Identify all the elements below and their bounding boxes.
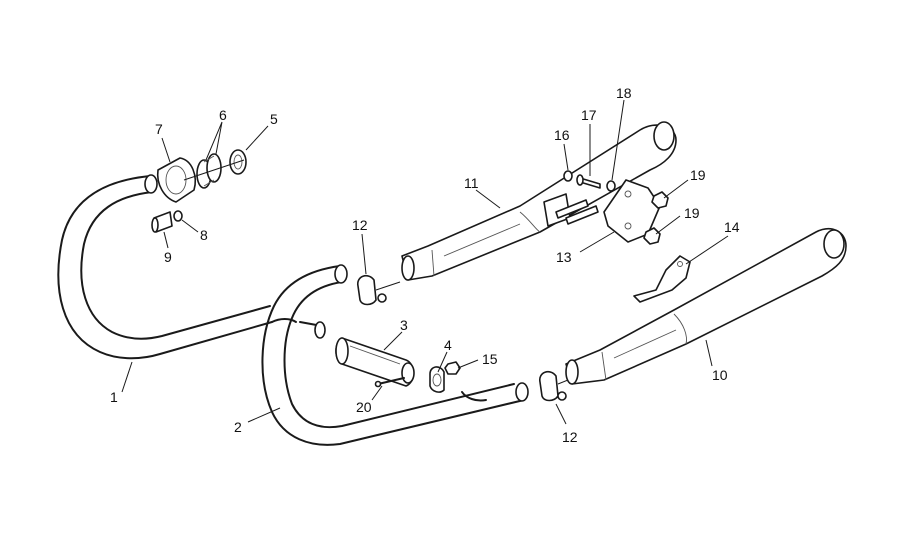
stud-9 [151, 211, 173, 233]
callout-19a: 19 [690, 167, 706, 183]
muffler-10 [565, 228, 847, 385]
washer-16 [563, 170, 573, 182]
callout-8: 8 [200, 227, 208, 243]
callout-19b: 19 [684, 205, 700, 221]
callout-11: 11 [464, 175, 479, 191]
callout-9: 9 [164, 249, 172, 265]
callout-12b: 12 [562, 429, 578, 445]
callout-5: 5 [270, 111, 278, 127]
callout-14: 14 [724, 219, 740, 235]
callout-20: 20 [356, 399, 372, 415]
support-plate-14 [633, 255, 691, 303]
callout-15: 15 [482, 351, 498, 367]
clamp-4 [429, 366, 445, 393]
nut-19-lower [643, 227, 661, 245]
callout-labels: 1 2 3 4 5 6 7 8 9 10 11 12 12 13 14 15 1… [110, 85, 740, 445]
nut-15 [444, 361, 461, 375]
clamp-12-lower [539, 370, 569, 402]
callout-4: 4 [444, 337, 452, 353]
callout-10: 10 [712, 367, 728, 383]
callout-7: 7 [155, 121, 163, 137]
header-pipe-2 [261, 264, 529, 446]
clamp-12-upper [357, 274, 401, 306]
callout-12a: 12 [352, 217, 368, 233]
callout-13: 13 [556, 249, 572, 265]
flange-7 [156, 157, 196, 203]
callout-18: 18 [616, 85, 632, 101]
leader-lines [121, 99, 729, 425]
washer-18 [606, 180, 616, 192]
bolt-20 [374, 377, 405, 388]
callout-17: 17 [581, 107, 597, 123]
header-pipe-1 [57, 174, 297, 360]
callout-3: 3 [400, 317, 408, 333]
callout-16: 16 [554, 127, 570, 143]
screw-17 [576, 174, 601, 189]
callout-1: 1 [110, 389, 118, 405]
bracket-13 [543, 179, 661, 243]
callout-6: 6 [219, 107, 227, 123]
muffler-11 [401, 121, 677, 281]
nut-19-upper [651, 191, 669, 209]
collets-6 [196, 153, 222, 189]
washer-8 [173, 210, 183, 222]
callout-2: 2 [234, 419, 242, 435]
